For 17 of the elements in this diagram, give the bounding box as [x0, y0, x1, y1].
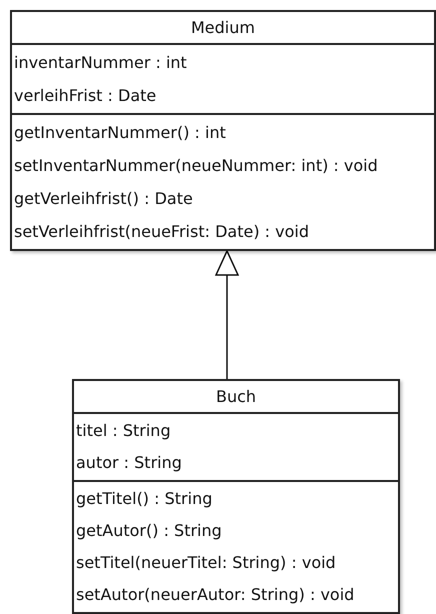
- method-text: getVerleihfrist() : Date: [13, 188, 194, 210]
- class-name: Buch: [216, 386, 256, 408]
- method-text: getAutor() : String: [75, 520, 223, 542]
- method-text: setVerleihfrist(neueFrist: Date) : void: [13, 220, 310, 242]
- attribute-text: titel : String: [75, 420, 172, 442]
- method-text: getTitel() : String: [75, 488, 214, 510]
- class-box: [72, 379, 400, 614]
- attribute-text: inventarNummer : int: [13, 52, 188, 74]
- class-name: Medium: [191, 16, 255, 38]
- attribute-text: autor : String: [75, 452, 183, 474]
- method-text: getInventarNummer() : int: [13, 122, 227, 144]
- method-text: setAutor(neuerAutor: String) : void: [75, 584, 356, 606]
- attribute-text: verleihFrist : Date: [13, 84, 158, 106]
- method-text: setInventarNummer(neueNummer: int) : void: [13, 154, 379, 176]
- class-box: [10, 10, 436, 251]
- generalization-arrow: [215, 250, 239, 379]
- method-text: setTitel(neuerTitel: String) : void: [75, 552, 337, 574]
